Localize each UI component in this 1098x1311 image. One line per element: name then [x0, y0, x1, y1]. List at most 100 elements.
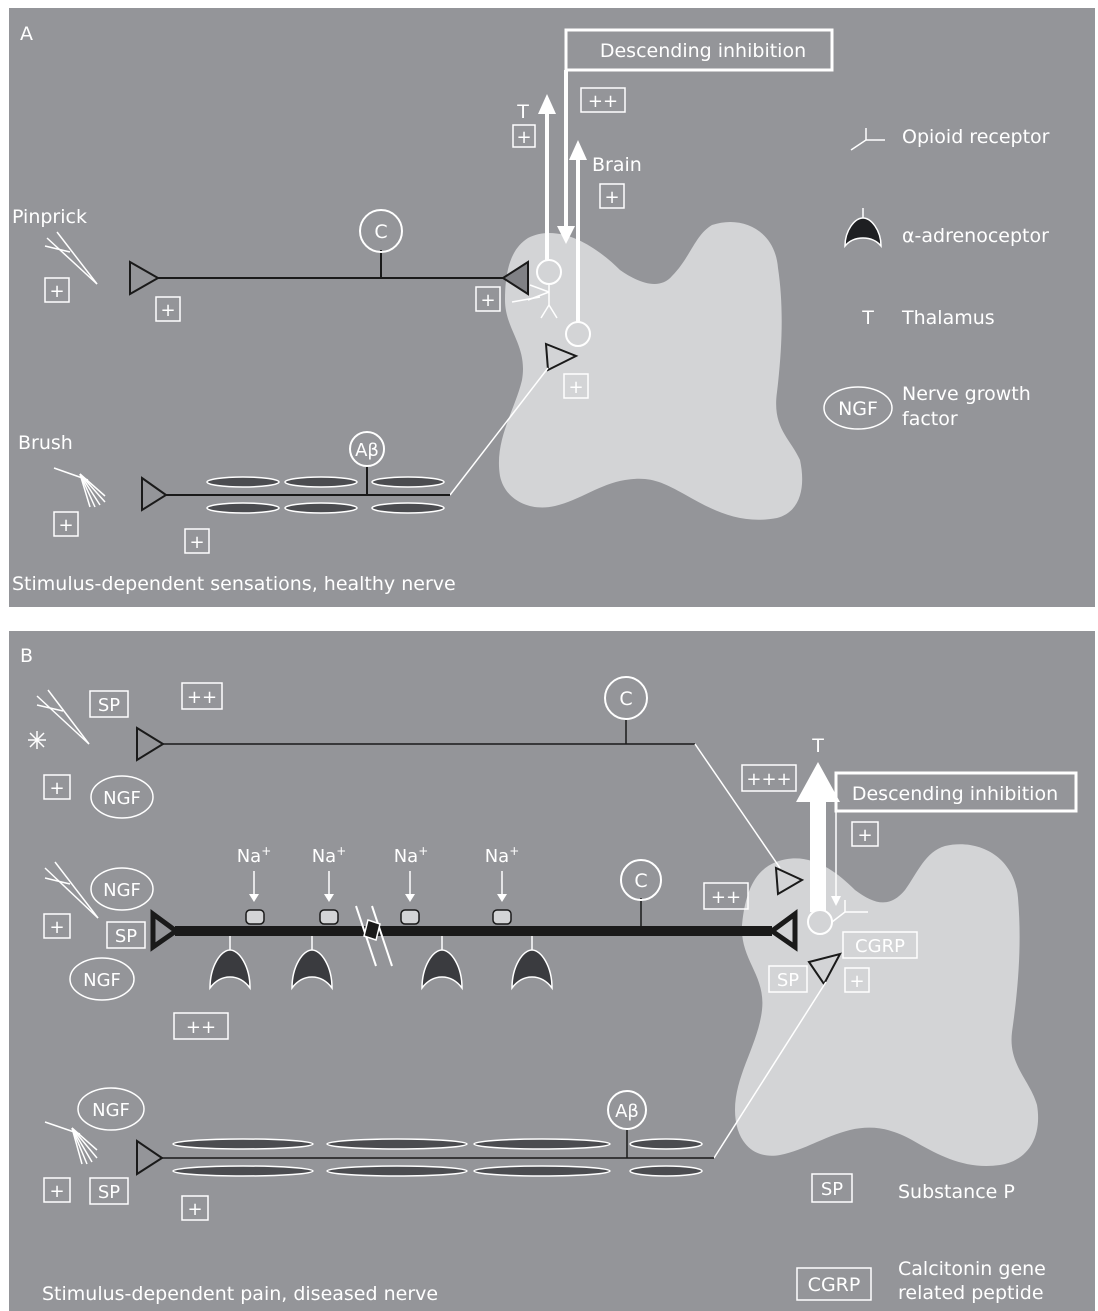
inflammation-star-icon: [28, 731, 46, 749]
plus-label: +: [604, 187, 619, 208]
plus-box: [155, 296, 181, 322]
plus-label: +: [480, 290, 495, 311]
ngf-label: NGF: [83, 970, 121, 991]
pinprick-icon: [44, 231, 98, 285]
myelin-sheaths-a: [206, 476, 445, 514]
ab-fiber-label-b: Aβ: [615, 1101, 639, 1122]
ngf-label: NGF: [103, 788, 141, 809]
plus-label: +: [516, 127, 531, 148]
sp-label: SP: [98, 1182, 120, 1203]
sodium-label-na: Na: [394, 846, 419, 867]
ab-fiber-central-projection-b: [713, 981, 827, 1159]
ngf-label: NGF: [92, 1100, 130, 1121]
plus-label: +: [49, 778, 64, 799]
legend-ngf-ellipse: [823, 386, 893, 430]
descending-arrowhead-a: [557, 226, 575, 244]
legend-cgrp-box: [796, 1267, 872, 1301]
ascending-pathway-b: [810, 800, 826, 912]
ngf-ellipse: [69, 957, 135, 1001]
plus-box: [44, 277, 70, 303]
c-fiber-soma-b-top: [604, 676, 648, 720]
sodium-label-plus: +: [509, 844, 519, 858]
thalamus-label-a: T: [516, 101, 529, 123]
legend-opioid-label: Opioid receptor: [902, 126, 1050, 148]
spinal-cord-a: [498, 221, 803, 520]
sodium-label-plus: +: [261, 844, 271, 858]
panel-b-caption: Stimulus-dependent pain, diseased nerve: [42, 1283, 438, 1305]
sodium-channel: Na+: [237, 844, 272, 925]
descending-arrowhead-b: [831, 896, 841, 906]
plus-box: [43, 774, 71, 800]
c-fiber-central-terminal-a: [501, 260, 529, 296]
dorsal-horn-neuron-lower: [565, 321, 591, 347]
ab-fiber-central-terminal-b: [807, 952, 842, 986]
opioid-receptor-icon: [850, 128, 885, 151]
ascending-arrowhead-thalamus: [538, 94, 556, 114]
legend-ngf-line2: factor: [902, 408, 958, 430]
triple-plus-box: [741, 764, 797, 792]
sodium-label-plus: +: [418, 844, 428, 858]
double-plus-box: [181, 682, 223, 710]
double-plus-label: ++: [186, 1017, 216, 1038]
c-fiber-label-a: C: [374, 221, 387, 243]
c-fiber-soma-b-diseased: [620, 859, 662, 901]
brain-label: Brain: [592, 154, 642, 176]
pinprick-icon-b-top: [36, 689, 90, 745]
plus-label: +: [189, 532, 204, 553]
ascending-arrowhead-brain: [569, 140, 587, 160]
sp-box: [106, 921, 146, 949]
alpha-adrenoceptor-icon: [291, 936, 333, 991]
sodium-channel: Na+: [485, 844, 519, 925]
opioid-receptor-dendrites: [511, 284, 558, 319]
panel-a-caption: Stimulus-dependent sensations, healthy n…: [12, 573, 456, 595]
sp-box: [89, 1177, 129, 1205]
plus-box: [844, 967, 870, 993]
ab-fiber-central-projection-a: [449, 367, 549, 496]
alpha-adrenoceptor-icon: [421, 936, 463, 991]
panel-b: B Descending inhibition + T +++ CGRP: [9, 631, 1095, 1311]
legend-cgrp-symbol: CGRP: [808, 1274, 861, 1296]
plus-label: +: [568, 377, 583, 398]
plus-label: +: [857, 825, 872, 846]
double-plus-box: [703, 882, 749, 910]
descending-inhibition-label-b: Descending inhibition: [852, 783, 1058, 805]
ngf-ellipse: [77, 1087, 145, 1131]
sodium-label-na: Na: [312, 846, 337, 867]
thalamus-label-b: T: [811, 735, 824, 757]
c-fiber-soma-a: [359, 209, 403, 253]
plus-box: [563, 373, 589, 399]
ab-fiber-soma-a: [349, 431, 385, 467]
brush-icon-b: [44, 1121, 98, 1165]
legend-alpha-label: α-adrenoceptor: [902, 225, 1049, 247]
fiber-break-marker: [355, 905, 393, 967]
plus-box: [53, 511, 79, 537]
plus-label: +: [187, 1199, 202, 1220]
double-plus-label: ++: [588, 91, 618, 112]
c-fiber-central-projection-b-top: [694, 743, 781, 869]
opioid-receptor-b: [831, 900, 868, 923]
ngf-ellipse: [90, 867, 154, 911]
panel-a-letter: A: [20, 23, 33, 45]
panel-b-letter: B: [20, 645, 33, 667]
pinprick-icon-b-middle: [44, 861, 99, 919]
sodium-label-plus: +: [336, 844, 346, 858]
sp-label: SP: [777, 970, 799, 991]
dorsal-horn-neuron-upper: [536, 259, 562, 285]
pinprick-label: Pinprick: [12, 206, 87, 228]
plus-box: [43, 913, 71, 939]
sodium-label: Na+: [394, 844, 429, 867]
sodium-label: Na+: [237, 844, 272, 867]
double-plus-label: ++: [187, 687, 217, 708]
plus-box: [512, 124, 536, 148]
brush-icon: [53, 467, 106, 508]
sp-box: [89, 690, 129, 718]
c-fiber-peripheral-terminal-b-diseased: [150, 909, 181, 952]
legend-thalamus-label: Thalamus: [901, 307, 995, 329]
plus-box: [184, 528, 210, 554]
legend-t-symbol: T: [861, 307, 874, 329]
plus-label: +: [49, 917, 64, 938]
ab-fiber-peripheral-terminal-b: [136, 1139, 164, 1176]
cgrp-box-b: [842, 931, 918, 959]
plus-label: +: [49, 1181, 64, 1202]
